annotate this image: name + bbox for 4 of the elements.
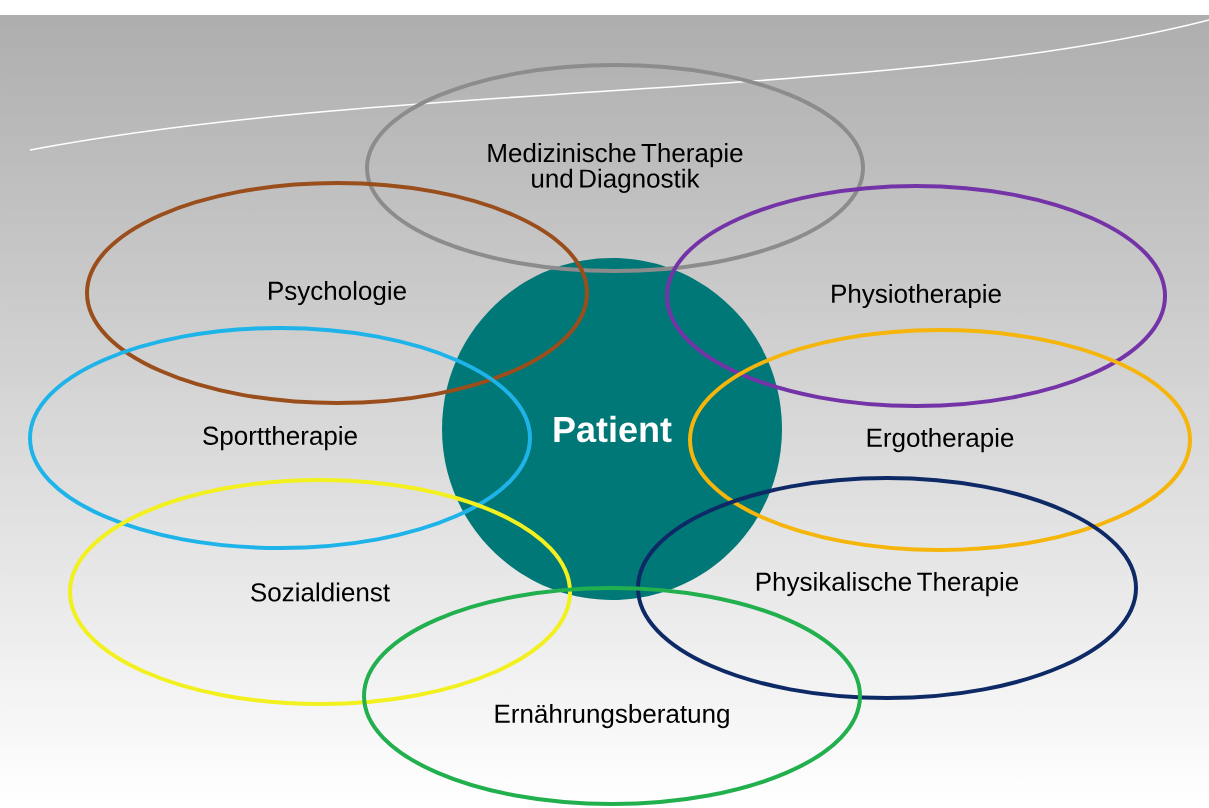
ellipse-node: Ergotherapie [688,328,1192,552]
ellipse-node: Sporttherapie [28,326,532,550]
ellipse-node: Medizinische Therapie und Diagnostik [365,63,865,273]
ellipse-node: Physikalische Therapie [636,476,1138,700]
